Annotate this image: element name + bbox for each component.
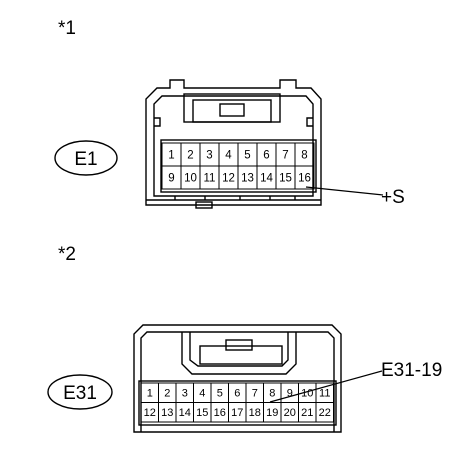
section-1-marker: *1 (58, 18, 76, 39)
pin-number: 6 (263, 150, 269, 162)
pin-number: 8 (301, 150, 307, 162)
pin-number: 11 (204, 173, 216, 185)
pin-number: 13 (161, 407, 173, 419)
pin-number: 11 (319, 388, 330, 400)
pin-number: 19 (266, 407, 278, 419)
callout-plus-s-leader (305, 186, 384, 196)
pin-cell (315, 402, 334, 423)
pin-number: 6 (234, 388, 240, 400)
pin-number: 2 (164, 388, 170, 400)
connector-e1-id-ellipse (54, 140, 118, 176)
pin-number: 8 (269, 388, 275, 400)
pin-number: 3 (182, 388, 188, 400)
connector-e31-housing (133, 324, 342, 433)
pin-number: 5 (217, 388, 223, 400)
pin-number: 7 (282, 150, 288, 162)
pin-number: 17 (231, 407, 243, 419)
pin-number: 9 (287, 388, 293, 400)
callout-plus-s-label: +S (381, 187, 405, 208)
pin-number: 3 (206, 150, 212, 162)
pin-number: 14 (179, 407, 191, 419)
pin-number: 5 (244, 150, 250, 162)
pin-number: 16 (214, 407, 226, 419)
pin-number: 18 (249, 407, 261, 419)
pin-number: 7 (252, 388, 258, 400)
pin-number: 20 (284, 407, 296, 419)
pin-number: 12 (144, 407, 156, 419)
pin-number: 2 (187, 150, 193, 162)
pin-number: 16 (298, 173, 311, 185)
pin-number: 10 (184, 173, 197, 185)
callout-e31-19-label: E31-19 (381, 360, 442, 381)
section-2-marker: *2 (58, 244, 76, 265)
pin-number: 1 (168, 150, 174, 162)
pin-number: 10 (301, 388, 313, 400)
pin-number: 21 (301, 407, 313, 419)
pin-number: 13 (241, 173, 254, 185)
pin-number: 4 (225, 150, 232, 162)
pin-number: 14 (260, 173, 273, 185)
connector-e1-id: E1 (74, 149, 97, 170)
connector-e31-id: E31 (63, 383, 97, 404)
pin-number: 1 (147, 388, 153, 400)
connector-e31-id-ellipse (47, 374, 113, 410)
callout-e31-19-leader (269, 370, 383, 403)
pin-number: 9 (168, 173, 174, 185)
pin-number: 12 (222, 173, 235, 185)
pin-number: 15 (279, 173, 292, 185)
pin-cell (294, 165, 315, 190)
pin-number: 4 (199, 388, 205, 400)
pin-number: 15 (196, 407, 208, 419)
connector-e1-housing (145, 79, 322, 209)
pin-number: 22 (319, 407, 331, 419)
